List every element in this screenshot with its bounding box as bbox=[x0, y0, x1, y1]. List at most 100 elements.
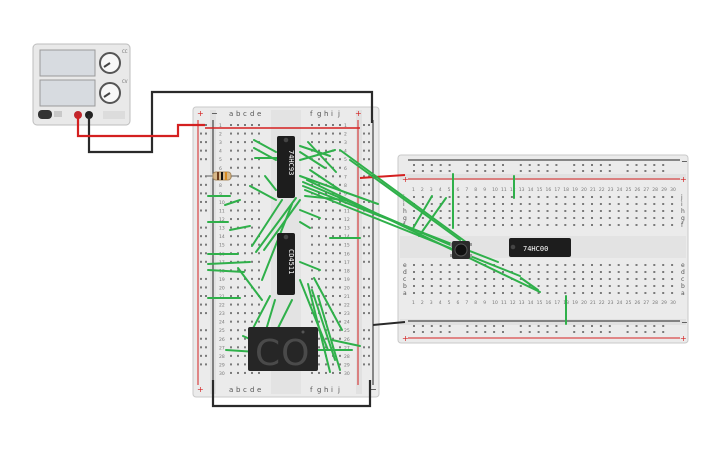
hole[interactable] bbox=[475, 264, 478, 266]
rail-hole[interactable] bbox=[363, 337, 365, 340]
wire-green[interactable] bbox=[307, 283, 331, 373]
hole[interactable] bbox=[644, 210, 647, 212]
hole[interactable] bbox=[230, 209, 232, 212]
hole[interactable] bbox=[510, 285, 513, 287]
hole[interactable] bbox=[582, 271, 585, 273]
hole[interactable] bbox=[237, 277, 239, 280]
hole[interactable] bbox=[635, 224, 638, 226]
hole[interactable] bbox=[332, 295, 334, 297]
rail-hole[interactable] bbox=[368, 286, 370, 289]
hole[interactable] bbox=[448, 264, 451, 266]
rail-hole[interactable] bbox=[413, 325, 415, 327]
hole[interactable] bbox=[339, 260, 341, 263]
hole[interactable] bbox=[635, 210, 638, 212]
rail-hole[interactable] bbox=[493, 170, 496, 172]
hole[interactable] bbox=[244, 337, 246, 340]
rail-hole[interactable] bbox=[200, 346, 202, 349]
rail-hole[interactable] bbox=[635, 164, 638, 166]
rail-hole[interactable] bbox=[368, 175, 370, 178]
hole[interactable] bbox=[537, 285, 540, 287]
hole[interactable] bbox=[475, 285, 478, 287]
rail-hole[interactable] bbox=[368, 200, 370, 203]
hole[interactable] bbox=[237, 303, 239, 306]
hole[interactable] bbox=[325, 260, 327, 263]
hole[interactable] bbox=[332, 124, 334, 126]
hole[interactable] bbox=[230, 166, 232, 169]
hole[interactable] bbox=[555, 217, 558, 219]
rail-hole[interactable] bbox=[599, 325, 602, 327]
hole[interactable] bbox=[626, 264, 629, 266]
hole[interactable] bbox=[546, 285, 549, 287]
hole[interactable] bbox=[311, 226, 313, 229]
rail-hole[interactable] bbox=[475, 325, 478, 327]
hole[interactable] bbox=[318, 124, 320, 126]
rail-hole[interactable] bbox=[591, 164, 593, 166]
hole[interactable] bbox=[448, 224, 451, 226]
hole[interactable] bbox=[230, 295, 232, 297]
hole[interactable] bbox=[258, 158, 260, 161]
rail-hole[interactable] bbox=[363, 277, 365, 280]
hole[interactable] bbox=[484, 210, 487, 212]
rail-hole[interactable] bbox=[573, 325, 576, 327]
hole[interactable] bbox=[555, 203, 558, 205]
rail-hole[interactable] bbox=[653, 331, 656, 333]
hole[interactable] bbox=[258, 243, 260, 246]
hole[interactable] bbox=[430, 292, 433, 294]
rail-hole[interactable] bbox=[493, 325, 496, 327]
hole[interactable] bbox=[617, 196, 620, 198]
rail-hole[interactable] bbox=[599, 164, 602, 166]
hole[interactable] bbox=[258, 218, 260, 221]
rail-hole[interactable] bbox=[537, 325, 540, 327]
rail-hole[interactable] bbox=[555, 331, 558, 333]
rail-hole[interactable] bbox=[363, 346, 365, 349]
hole[interactable] bbox=[457, 224, 460, 226]
hole[interactable] bbox=[318, 141, 320, 144]
hole[interactable] bbox=[448, 196, 451, 198]
rail-hole[interactable] bbox=[368, 226, 370, 229]
wire-green[interactable] bbox=[255, 197, 297, 253]
hole[interactable] bbox=[318, 192, 320, 195]
hole[interactable] bbox=[599, 203, 602, 205]
rail-hole[interactable] bbox=[519, 164, 522, 166]
rail-hole[interactable] bbox=[448, 170, 451, 172]
hole[interactable] bbox=[617, 203, 620, 205]
rail-hole[interactable] bbox=[200, 337, 202, 340]
wire-black-supply[interactable] bbox=[87, 90, 374, 154]
hole[interactable] bbox=[244, 158, 246, 161]
rail-hole[interactable] bbox=[363, 243, 365, 246]
hole[interactable] bbox=[237, 312, 239, 315]
hole[interactable] bbox=[475, 217, 478, 219]
hole[interactable] bbox=[573, 210, 576, 212]
hole[interactable] bbox=[502, 224, 504, 226]
hole[interactable] bbox=[339, 235, 341, 238]
wire-green[interactable] bbox=[411, 195, 433, 231]
wire-green[interactable] bbox=[339, 149, 471, 246]
hole[interactable] bbox=[251, 166, 253, 169]
hole[interactable] bbox=[671, 285, 674, 287]
wire-green[interactable] bbox=[263, 199, 301, 251]
rail-hole[interactable] bbox=[537, 170, 540, 172]
rail-hole[interactable] bbox=[200, 354, 202, 357]
hole[interactable] bbox=[258, 226, 260, 229]
hole[interactable] bbox=[339, 183, 341, 186]
hole[interactable] bbox=[258, 192, 260, 195]
hole[interactable] bbox=[635, 271, 638, 273]
hole[interactable] bbox=[662, 224, 665, 226]
hole[interactable] bbox=[537, 292, 540, 294]
hole[interactable] bbox=[230, 124, 232, 126]
hole[interactable] bbox=[325, 363, 327, 366]
rail-hole[interactable] bbox=[439, 325, 442, 327]
power-switch[interactable] bbox=[38, 110, 52, 119]
rail-hole[interactable] bbox=[363, 175, 365, 178]
hole[interactable] bbox=[493, 196, 496, 198]
rail-hole[interactable] bbox=[413, 170, 415, 172]
hole[interactable] bbox=[564, 278, 567, 280]
hole[interactable] bbox=[519, 217, 522, 219]
hole[interactable] bbox=[591, 217, 593, 219]
hole[interactable] bbox=[230, 183, 232, 186]
rail-hole[interactable] bbox=[368, 312, 370, 315]
hole[interactable] bbox=[653, 203, 656, 205]
rail-hole[interactable] bbox=[363, 303, 365, 306]
hole[interactable] bbox=[318, 226, 320, 229]
wire-green[interactable] bbox=[299, 149, 336, 161]
